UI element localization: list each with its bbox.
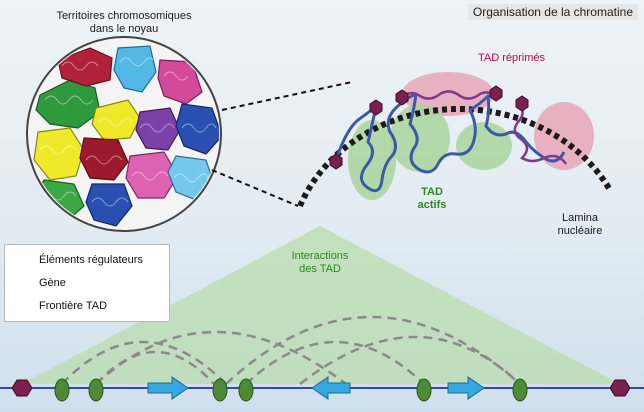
tad-boundary-marker bbox=[609, 379, 631, 397]
territories-label-line2: dans le noyau bbox=[89, 23, 159, 35]
interaction-arc bbox=[245, 340, 425, 385]
regulatory-element bbox=[54, 378, 70, 402]
tad-boundary-marker bbox=[329, 153, 343, 170]
tad-boundary-marker bbox=[395, 89, 409, 106]
legend: Éléments régulateurs Gène Frontière TAD bbox=[4, 244, 170, 322]
interaction-arc bbox=[95, 330, 347, 385]
lamina-label-line2: nucléaire bbox=[557, 225, 603, 237]
zoom-line-bottom bbox=[211, 169, 299, 207]
legend-boundary-label: Frontière TAD bbox=[39, 300, 108, 312]
lamina-label-line1: Lamina bbox=[561, 212, 599, 224]
gene-arrow bbox=[147, 376, 189, 400]
territory-navy bbox=[175, 103, 219, 155]
gene-arrow bbox=[447, 376, 485, 400]
tad-boundary-marker bbox=[11, 379, 33, 397]
regulatory-element bbox=[416, 378, 432, 402]
territory-cyan bbox=[113, 45, 157, 93]
regulatory-element bbox=[238, 378, 254, 402]
tad-active-label-line1: TAD bbox=[421, 186, 443, 198]
legend-regulatory-label: Éléments régulateurs bbox=[39, 254, 143, 266]
territories-label: Territoires chromosomiques dans le noyau bbox=[44, 10, 204, 36]
tad-interaction-triangle bbox=[22, 226, 620, 384]
zoom-line-top bbox=[221, 81, 353, 111]
interaction-arc bbox=[61, 340, 227, 385]
regulatory-element bbox=[512, 378, 528, 402]
territory-blue bbox=[91, 99, 141, 141]
regulatory-element bbox=[212, 378, 228, 402]
tad-active-label-line2: actifs bbox=[417, 199, 447, 211]
tad-repressed-label: TAD réprimés bbox=[478, 52, 546, 64]
territory-red bbox=[57, 47, 113, 87]
tad-active-blob bbox=[456, 122, 512, 170]
territory-blue2 bbox=[85, 183, 133, 227]
legend-gene-label: Gène bbox=[39, 277, 66, 289]
interaction-arc bbox=[299, 335, 521, 385]
tad-interactions-label: Interactions des TAD bbox=[270, 250, 370, 276]
tad-boundary-marker bbox=[369, 99, 383, 116]
nucleus bbox=[26, 36, 222, 232]
interaction-arc bbox=[225, 315, 521, 385]
interaction-arcs bbox=[61, 315, 521, 385]
regulatory-element bbox=[88, 378, 104, 402]
tad-active-blob bbox=[390, 104, 450, 172]
tad-interactions-label-line2: des TAD bbox=[299, 263, 341, 275]
chromatin-fiber bbox=[334, 92, 566, 193]
nuclear-periphery bbox=[297, 72, 613, 208]
tad-interactions-label-line1: Interactions bbox=[291, 250, 349, 262]
diagram-title: Organisation de la chromatine bbox=[467, 4, 638, 20]
gene-arrow bbox=[311, 376, 351, 400]
tad-boundary-marker bbox=[489, 85, 503, 102]
lamina-label: Lamina nucléaire bbox=[548, 212, 612, 238]
tad-active-label: TAD actifs bbox=[412, 186, 452, 212]
territory-darkred bbox=[79, 137, 129, 181]
territories-label-line1: Territoires chromosomiques bbox=[56, 10, 192, 22]
tad-boundary-marker bbox=[515, 95, 529, 112]
territory-pink bbox=[125, 151, 179, 199]
territory-purple bbox=[135, 107, 181, 151]
territory-yellow bbox=[33, 127, 85, 181]
